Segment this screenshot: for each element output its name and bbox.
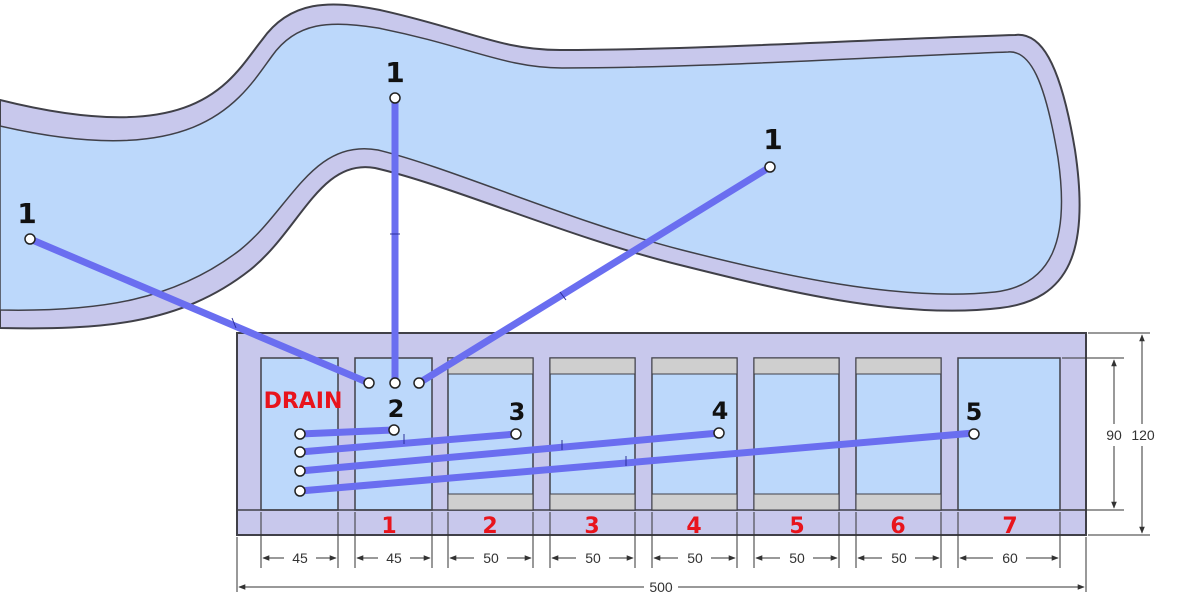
shelf: [855, 493, 942, 511]
pipes: [26, 94, 978, 495]
pipe-label: 1: [17, 197, 36, 230]
chamber-label: 2: [482, 514, 497, 539]
pipe-label: 5: [966, 398, 983, 426]
pipe-end: [294, 428, 306, 440]
shelf: [447, 493, 534, 511]
dimension-inner-height: 90: [1106, 427, 1122, 443]
dimension-width: 50: [585, 550, 601, 566]
chamber-label: 6: [890, 514, 905, 539]
chamber-label: 7: [1002, 514, 1017, 539]
pipe-end: [968, 428, 980, 440]
pipe-end: [510, 428, 522, 440]
pipe-end: [363, 377, 375, 389]
pond-water: [0, 23, 1063, 311]
shelves: [447, 357, 942, 511]
pipe-end: [294, 485, 306, 497]
chamber-3: [549, 357, 636, 511]
pipe-label: 3: [509, 398, 526, 426]
pipe-end: [389, 377, 401, 389]
dimension-lines: [236, 332, 1150, 592]
pipe-label: 2: [388, 395, 405, 423]
dimension-width: 60: [1002, 550, 1018, 566]
pipe-left-inlet: [26, 235, 373, 387]
pipe-label: 4: [712, 397, 729, 425]
chamber-5: [753, 357, 840, 511]
pipe-5: [296, 429, 978, 495]
pipe-end: [413, 377, 425, 389]
dimension-width: 50: [891, 550, 907, 566]
pipe-joints: [231, 233, 627, 466]
shelf: [651, 357, 738, 375]
dimension-outer-height: 120: [1131, 427, 1155, 443]
shelf: [651, 493, 738, 511]
drain-label: DRAIN: [264, 389, 343, 414]
pipe-2: [296, 426, 398, 438]
pipe-4: [296, 429, 723, 475]
shelf: [549, 493, 636, 511]
dimension-values: 45 45 50 50 50 50 50 60 500 90 120: [292, 427, 1155, 595]
pipe-ends: [24, 92, 980, 497]
pipe-end: [764, 161, 776, 173]
chamber-label: 3: [584, 514, 599, 539]
chamber-label: 5: [789, 514, 804, 539]
pond: [0, 3, 1081, 330]
dimension-width: 50: [483, 550, 499, 566]
pipe-end: [388, 424, 400, 436]
pipe-end: [713, 427, 725, 439]
pipe-end: [294, 465, 306, 477]
pipe-end: [294, 446, 306, 458]
shelf: [549, 357, 636, 375]
pipe-3: [296, 430, 520, 456]
dimension-width: 50: [687, 550, 703, 566]
shelf: [855, 357, 942, 375]
pipe-end: [24, 233, 36, 245]
pipe-right-inlet: [415, 163, 774, 387]
pipe-label: 1: [763, 123, 782, 156]
dimension-width: 45: [386, 550, 402, 566]
shelf: [753, 493, 840, 511]
chamber-label: 1: [381, 514, 396, 539]
shelf: [753, 357, 840, 375]
dimension-width: 45: [292, 550, 308, 566]
dimension-total: 500: [649, 579, 673, 595]
chamber-labels: 1 2 3 4 5 6 7: [381, 514, 1017, 539]
pipe-label: 1: [385, 56, 404, 89]
pipe-end: [389, 92, 401, 104]
dimension-width: 50: [789, 550, 805, 566]
pipe-labels: 1 1 1 2 2 3 4 5: [17, 56, 982, 426]
chamber-label: 4: [686, 514, 701, 539]
